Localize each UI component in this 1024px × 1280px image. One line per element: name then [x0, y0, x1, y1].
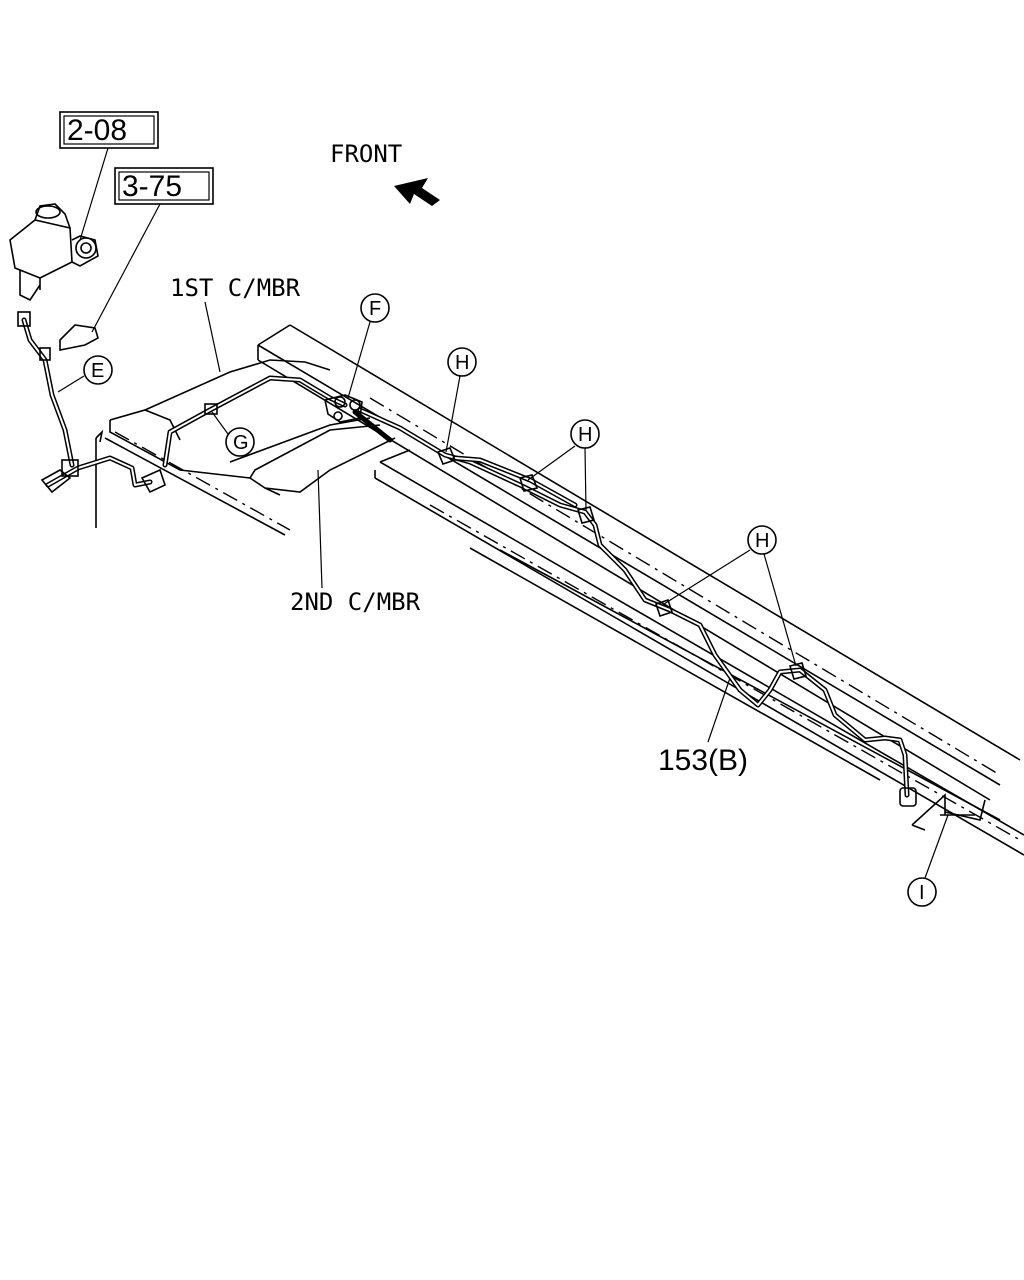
callout-i[interactable]: I	[907, 877, 937, 907]
callout-g[interactable]: G	[225, 427, 255, 457]
brake-pipes	[21, 317, 910, 798]
front-indicator: FRONT	[330, 140, 440, 206]
callout-letter: G	[233, 432, 249, 454]
callout-e[interactable]: E	[83, 355, 113, 385]
ref-box-label: 3-75	[122, 170, 182, 203]
callout-h-1[interactable]: H	[447, 347, 477, 377]
reservoir	[9, 203, 99, 351]
frame-structure	[95, 324, 1024, 856]
callout-f[interactable]: F	[360, 293, 390, 323]
callout-h-3[interactable]: H	[747, 525, 777, 555]
callout-letter: H	[455, 352, 469, 374]
callout-h-2[interactable]: H	[570, 419, 600, 449]
fittings	[17, 311, 917, 807]
second-member-label: 2ND C/MBR	[290, 588, 421, 616]
ref-box-label: 2-08	[67, 114, 127, 147]
front-label: FRONT	[330, 140, 402, 168]
callout-letter: I	[919, 882, 925, 904]
front-arrow-icon	[394, 178, 440, 206]
part-number-label: 153(B)	[658, 744, 748, 777]
first-member-label: 1ST C/MBR	[170, 274, 301, 302]
callout-letter: F	[369, 298, 381, 320]
ref-box-3-75[interactable]: 3-75	[114, 167, 214, 205]
callout-letter: H	[578, 424, 592, 446]
ref-box-2-08[interactable]: 2-08	[59, 111, 159, 149]
callout-letter: H	[755, 530, 769, 552]
callout-letter: E	[91, 360, 104, 382]
